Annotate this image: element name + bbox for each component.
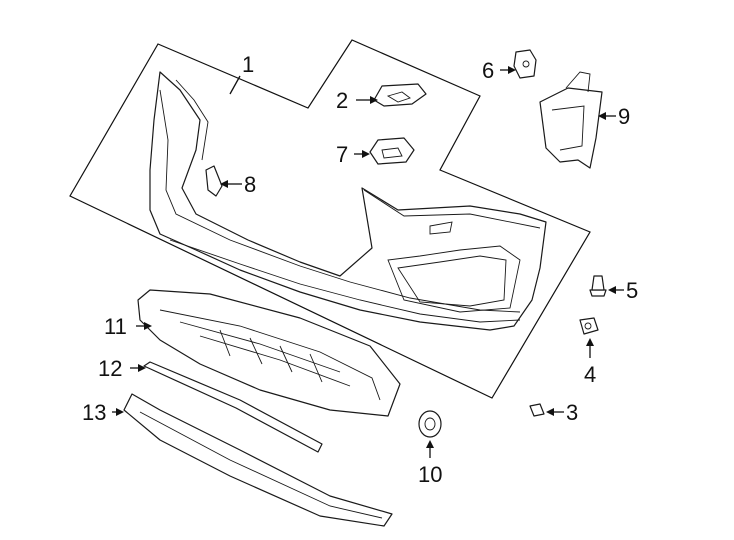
push-pin-rivet-part xyxy=(589,275,607,297)
callout-6: 6 xyxy=(482,58,494,83)
callout-4: 4 xyxy=(584,362,596,387)
bumper-cover-part xyxy=(149,71,547,331)
bracket-lower-part xyxy=(369,137,415,165)
retainer-clip-part xyxy=(205,165,223,197)
callout-12: 12 xyxy=(98,356,122,381)
assembly-frame xyxy=(69,39,591,399)
callout-8: 8 xyxy=(244,172,256,197)
callout-11: 11 xyxy=(104,314,127,339)
callout-5: 5 xyxy=(626,278,638,303)
lower-trim-strip-part xyxy=(143,361,323,453)
leaders xyxy=(112,66,624,458)
callout-3: 3 xyxy=(566,400,578,425)
grommet-part xyxy=(418,410,442,438)
lower-molding-part xyxy=(123,393,393,527)
clip-nut-part xyxy=(529,403,545,417)
callout-9: 9 xyxy=(618,104,630,129)
callout-10: 10 xyxy=(418,462,442,487)
mounting-bracket-small-part xyxy=(513,49,537,79)
callout-1: 1 xyxy=(242,52,254,77)
callout-2: 2 xyxy=(336,88,348,113)
retainer-nut-part xyxy=(579,317,599,335)
callout-13: 13 xyxy=(82,400,106,425)
lower-shield-part xyxy=(137,289,401,417)
bracket-upper-part xyxy=(373,83,427,107)
callout-7: 7 xyxy=(336,142,348,167)
side-bracket-part xyxy=(539,71,603,169)
